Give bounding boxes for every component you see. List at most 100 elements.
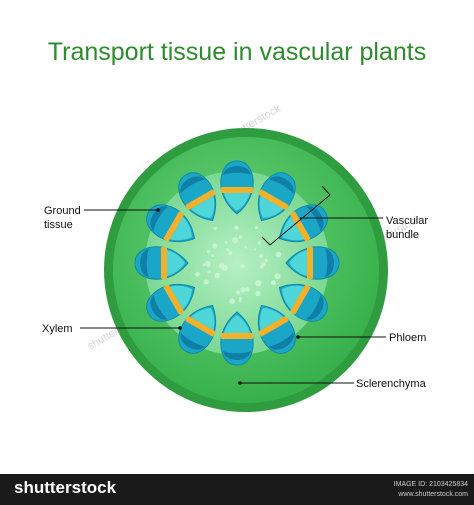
cambium-band (221, 333, 253, 339)
pith-cell (275, 251, 282, 258)
vascular-bundle (257, 304, 296, 354)
pith-cell (211, 254, 215, 258)
cambium-band (163, 284, 185, 315)
sclerenchyma-cap (325, 249, 334, 277)
cambium-band (258, 315, 289, 337)
pith-cell (244, 245, 248, 249)
xylem-tissue (169, 216, 192, 241)
pith-cell (272, 281, 276, 285)
leader-endpoints (156, 208, 300, 385)
pith-cell (206, 250, 211, 254)
sclerenchyma-cap (223, 351, 251, 360)
leader-lines (80, 185, 386, 384)
cambium-band (289, 284, 311, 315)
pith-cell (255, 226, 259, 230)
pith-cell (232, 237, 239, 244)
cambium-band (185, 315, 216, 337)
vascular-bundle (134, 246, 189, 280)
pith-cell (205, 260, 211, 267)
pith-cell (264, 258, 268, 262)
pith-cell (195, 271, 200, 277)
sclerenchyma-label: Sclerenchyma (356, 378, 427, 390)
xylem-tissue (190, 308, 215, 331)
vascular-bundle (178, 304, 217, 354)
vascular-bundle-bracket (261, 185, 331, 246)
pith-cell (274, 273, 281, 280)
stock-footer-bar: shutterstock IMAGE ID: 2103425834 www.sh… (0, 474, 474, 505)
pith-cell (238, 235, 243, 240)
pith-cell (261, 261, 266, 267)
sclerenchyma-cap (140, 249, 149, 277)
sclerenchyma-cap (268, 332, 294, 350)
pith-cell (240, 287, 246, 293)
vascular-bundle (146, 204, 196, 243)
sclerenchyma-cap (150, 294, 168, 320)
pith-cell (229, 298, 236, 305)
xylem-tissue (259, 308, 284, 331)
cambium-band (221, 187, 253, 193)
pith-cell (255, 290, 261, 297)
pith-cell (259, 253, 264, 259)
stem-cross-section-diagram: shutterstock shutterstock shutterstock s… (42, 102, 431, 412)
xylem-tissue (190, 195, 215, 218)
sclerenchyma-cap (223, 166, 251, 175)
pith-cell (203, 279, 209, 285)
cambium-band (258, 189, 289, 211)
cambium-band (161, 247, 167, 279)
vascular-bundles (134, 160, 340, 366)
pith-cell (226, 248, 230, 252)
pith-cell (218, 263, 225, 269)
xylem-tissue (282, 285, 305, 310)
ground-tissue-label: Ground tissue (44, 205, 84, 231)
pith-cell (257, 241, 262, 245)
cambium-band (289, 211, 311, 242)
xylem-tissue (259, 195, 284, 218)
cambium-band (163, 211, 185, 242)
xylem-tissue (167, 250, 185, 276)
brand-logo: shutterstock (14, 478, 117, 497)
pith-cells (195, 225, 282, 305)
sclerenchyma-cap (306, 206, 324, 232)
xylem-tissue (224, 193, 250, 211)
pith-cell (253, 248, 257, 251)
pith-cell (207, 270, 211, 274)
pith-cell (235, 290, 241, 295)
sclerenchyma-cap (150, 206, 168, 232)
footer-meta: IMAGE ID: 2103425834 www.shutterstock.co… (394, 480, 468, 500)
pith-cell (245, 287, 250, 292)
page-title: Transport tissue in vascular plants (47, 38, 427, 66)
pith-cell (234, 225, 239, 231)
sclerenchyma-cap (268, 176, 294, 194)
cambium-band (185, 189, 216, 211)
pith-cell (238, 299, 242, 303)
pith-cell (255, 280, 262, 287)
pith-cell (212, 243, 218, 249)
xylem-tissue (282, 216, 305, 241)
sclerenchyma-cap (180, 176, 206, 194)
pith-cell (213, 226, 217, 230)
xylem-label: Xylem (42, 323, 73, 335)
vascular-bundle-label: Vascular bundle (386, 215, 431, 241)
sclerenchyma-cap (306, 294, 324, 320)
vascular-bundle (278, 204, 328, 243)
vascular-bundle (257, 172, 296, 222)
pith (145, 171, 329, 355)
xylem-tissue (289, 250, 307, 276)
site-url: www.shutterstock.com (398, 491, 468, 498)
phloem-label: Phloem (389, 332, 426, 344)
vascular-bundle (178, 172, 217, 222)
pith-cell (240, 263, 245, 269)
image-id: IMAGE ID: 2103425834 (393, 481, 468, 488)
pith-cell (228, 250, 233, 255)
sclerenchyma-cap (180, 332, 206, 350)
vascular-bundle (285, 246, 340, 280)
xylem-tissue (224, 315, 250, 333)
vascular-bundle (146, 283, 196, 322)
vascular-bundle (220, 311, 254, 366)
pith-cell (202, 263, 206, 267)
cambium-band (307, 247, 313, 279)
pith-cell (224, 240, 228, 244)
xylem-tissue (169, 285, 192, 310)
vascular-bundle (220, 160, 254, 215)
vascular-bundle (278, 283, 328, 322)
